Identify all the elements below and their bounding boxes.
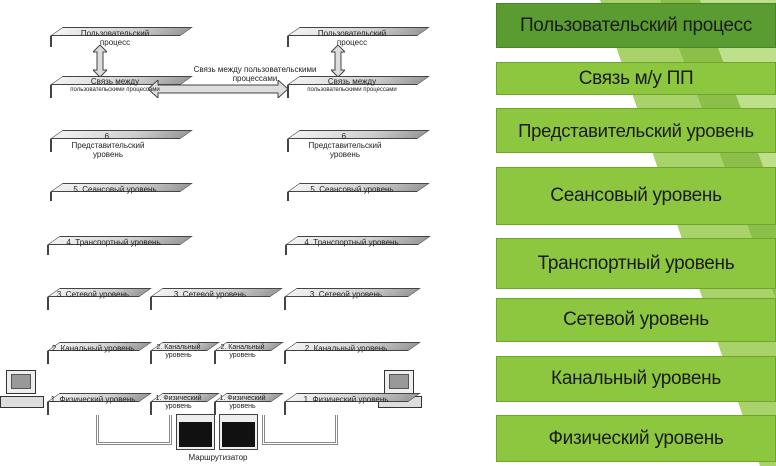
layer-link: Связь м/у ПП xyxy=(496,62,776,95)
slab-physical-2: 1. Физический уровень xyxy=(150,393,220,415)
slab-datalink-1: 2. Канальный уровень xyxy=(47,342,152,364)
slab-label: 5. Сеансовый уровень xyxy=(310,185,394,194)
slab-label: 4. Транспортный уровень xyxy=(304,238,399,247)
slab-session-left: 5. Сеансовый уровень xyxy=(50,183,193,201)
slab-label: 1. Физический уровень xyxy=(219,395,266,410)
slab-label: 2. Канальный уровень xyxy=(220,344,265,359)
slab-label: 2. Канальный уровень xyxy=(51,344,135,353)
slab-physical-1: 1. Физический уровень xyxy=(47,393,152,415)
slab-label: 6. Представительский уровень xyxy=(71,132,145,159)
slab-network-1: 3. Сетевой уровень xyxy=(47,288,152,310)
slab-datalink-3: 2. Канальный уровень xyxy=(214,342,284,364)
layer-network: Сетевой уровень xyxy=(496,298,776,342)
slab-label: 2. Канальный уровень xyxy=(304,344,388,353)
slab-user-process-right: Пользовательский процесс xyxy=(287,27,430,47)
slab-label: Пользовательский процесс xyxy=(80,29,150,47)
slab-network-2: 3. Сетевой уровень xyxy=(150,288,283,310)
layer-datalink: Канальный уровень xyxy=(496,356,776,402)
slab-label: 2. Канальный уровень xyxy=(156,344,201,359)
cable-right xyxy=(262,415,338,445)
slab-label: 3. Сетевой уровень xyxy=(173,290,247,299)
double-arrow-horizontal-icon xyxy=(148,80,288,98)
slab-presentation-left: 6. Представительский уровень xyxy=(50,130,193,159)
slab-label: 1. Физический уровень xyxy=(50,395,136,404)
router-icon xyxy=(176,414,258,450)
router-label: Маршрутизатор xyxy=(188,453,248,462)
slab-presentation-right: 6. Представительский уровень xyxy=(287,130,430,159)
slab-label: 5. Сеансовый уровень xyxy=(73,185,157,194)
slab-label-line1: Связь между xyxy=(90,77,140,86)
slab-label: Пользовательский процесс xyxy=(317,29,387,47)
slab-transport-left: 4. Транспортный уровень xyxy=(47,236,193,255)
layer-session: Сеансовый уровень xyxy=(496,167,776,225)
slab-label: 4. Транспортный уровень xyxy=(66,238,161,247)
layer-transport: Транспортный уровень xyxy=(496,238,776,289)
slab-physical-4: 1. Физический уровень xyxy=(284,393,421,415)
slab-label: 3. Сетевой уровень xyxy=(56,290,130,299)
double-arrow-vertical-left-icon xyxy=(93,45,107,77)
slab-network-3: 3. Сетевой уровень xyxy=(284,288,421,310)
link-note: Связь между пользовательскими процессами xyxy=(193,65,317,83)
layer-user-process: Пользовательский процесс xyxy=(496,3,776,48)
computer-left-icon xyxy=(0,370,44,410)
slab-label: 1. Физический уровень xyxy=(155,395,202,410)
layers-panel: Пользовательский процесс Связь м/у ПП Пр… xyxy=(440,0,776,466)
slab-datalink-2: 2. Канальный уровень xyxy=(150,342,220,364)
layer-presentation: Представительский уровень xyxy=(496,108,776,153)
slab-user-process-left: Пользовательский процесс xyxy=(50,27,193,47)
slab-label: 6. Представительский уровень xyxy=(308,132,382,159)
osi-diagram: Пользовательский процесс Пользовательски… xyxy=(0,27,431,462)
slab-datalink-4: 2. Канальный уровень xyxy=(284,342,421,364)
layer-physical: Физический уровень xyxy=(496,415,776,462)
cable-left xyxy=(96,415,172,445)
slab-label-line2: пользовательскими процессами xyxy=(307,87,397,93)
slab-session-right: 5. Сеансовый уровень xyxy=(287,183,430,201)
slab-label-line2: пользовательскими процессами xyxy=(70,87,160,93)
slab-transport-right: 4. Транспортный уровень xyxy=(285,236,431,255)
slab-physical-3: 1. Физический уровень xyxy=(214,393,284,415)
slab-label-line1: Связь между xyxy=(327,77,377,86)
slab-label: 1. Физический уровень xyxy=(303,395,389,404)
double-arrow-vertical-right-icon xyxy=(331,45,345,77)
slab-label: 3. Сетевой уровень xyxy=(309,290,383,299)
